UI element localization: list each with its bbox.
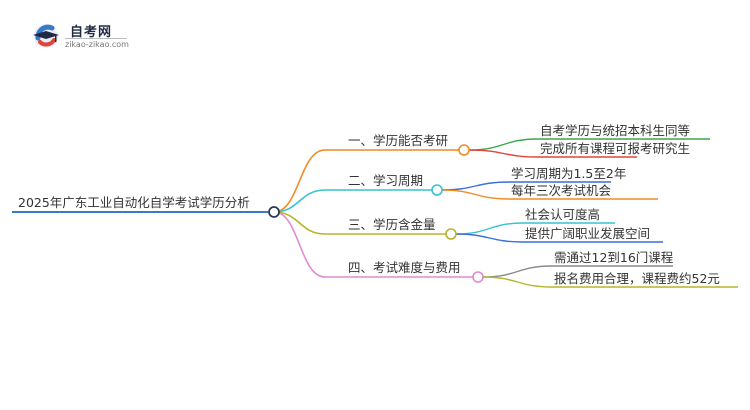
child-connector-4-1 [482, 265, 553, 278]
child-label-3-1: 社会认可度高 [525, 207, 600, 222]
child-connector-1-1 [468, 138, 539, 151]
child-label-2-1: 学习周期为1.5至2年 [511, 166, 626, 181]
child-label-4-2: 报名费用合理，课程费约52元 [554, 271, 720, 286]
child-label-2-2: 每年三次考试机会 [511, 183, 612, 198]
branch-connector-1 [273, 149, 326, 213]
brand-logo[interactable]: 自考网 zikao-zikao.com [32, 18, 142, 58]
branch-label-1: 一、学历能否考研 [348, 133, 448, 148]
branch-connector-2 [273, 189, 326, 213]
branch-label-3: 三、学历含金量 [348, 217, 436, 232]
branch-node-2 [431, 184, 443, 196]
child-connector-2-2 [441, 189, 510, 200]
child-connector-3-2 [455, 233, 524, 243]
branch-node-4 [472, 271, 484, 283]
brand-divider [65, 38, 127, 39]
branch-connector-3 [273, 211, 326, 235]
root-label: 2025年广东工业自动化自学考试学历分析 [18, 195, 250, 210]
child-label-3-2: 提供广阔职业发展空间 [525, 226, 650, 241]
graduation-cap-icon [33, 24, 59, 48]
child-connector-1-2 [468, 149, 539, 158]
branch-node-3 [445, 228, 457, 240]
branch-label-4: 四、考试难度与费用 [348, 260, 461, 275]
child-label-1-1: 自考学历与统招本科生同等 [540, 123, 690, 138]
branch-label-2: 二、学习周期 [348, 173, 423, 188]
branch-node-1 [458, 144, 470, 156]
branch-connector-4 [273, 211, 326, 278]
brand-name: 自考网 [70, 25, 113, 40]
child-connector-4-2 [482, 276, 553, 288]
child-label-4-1: 需通过12到16门课程 [554, 250, 674, 265]
child-connector-3-1 [455, 222, 524, 235]
child-connector-2-1 [441, 181, 510, 191]
child-label-1-2: 完成所有课程可报考研究生 [540, 141, 690, 156]
root-node [268, 206, 280, 218]
brand-url: zikao-zikao.com [65, 40, 129, 49]
